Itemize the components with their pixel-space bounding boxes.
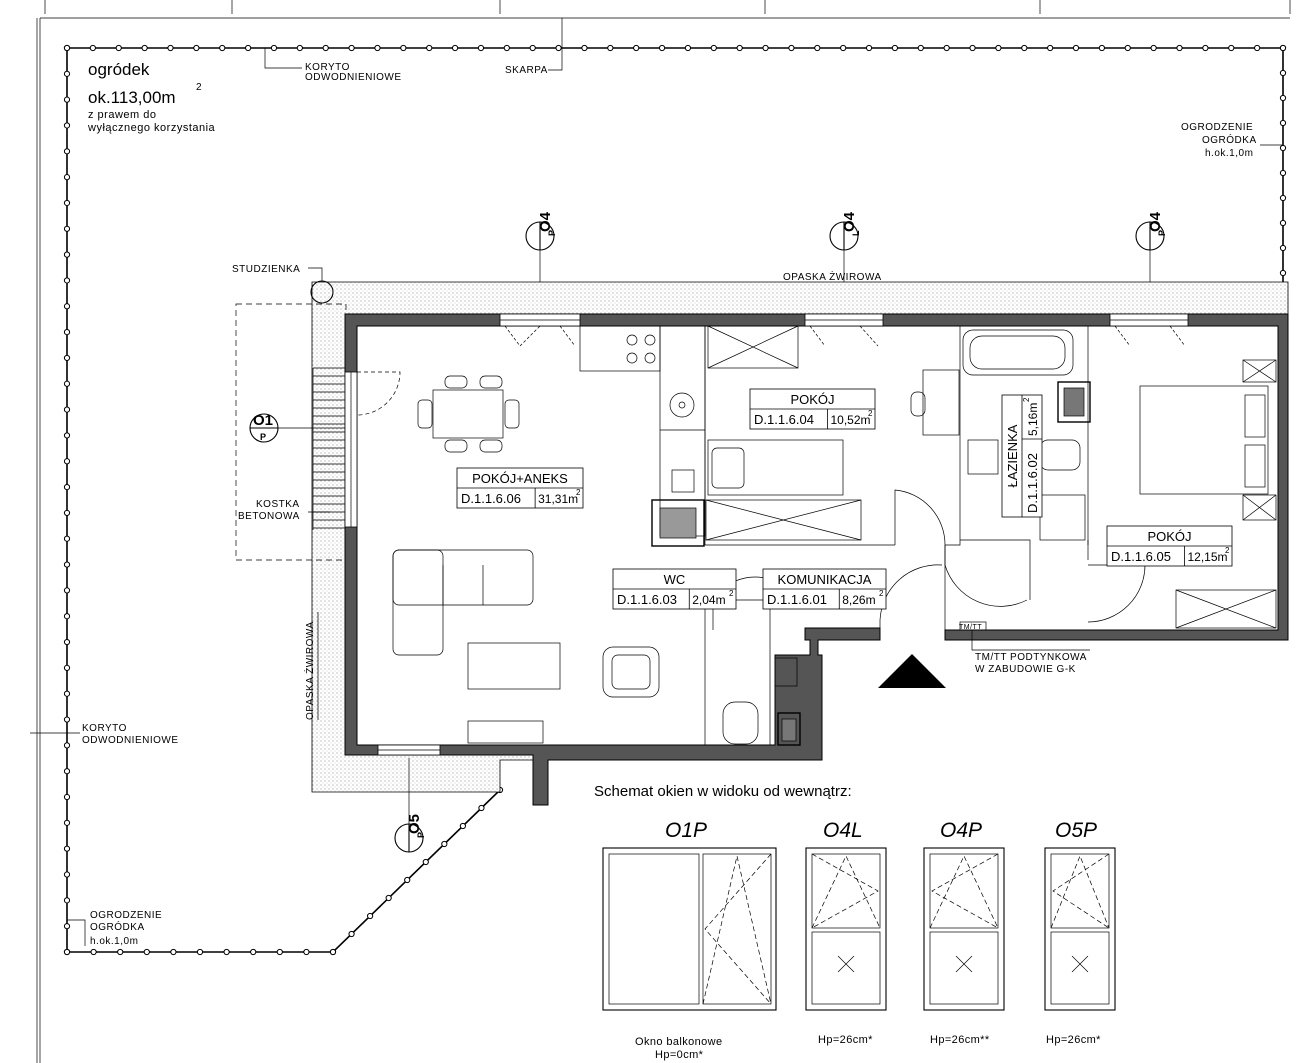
schema-o1p-name: O1P: [665, 819, 707, 842]
svg-text:Hp=26cm*: Hp=26cm*: [818, 1034, 873, 1046]
skarpa-label: SKARPA: [505, 18, 563, 76]
svg-text:O4: O4: [841, 211, 858, 232]
svg-text:OGRÓDKA: OGRÓDKA: [90, 920, 145, 933]
svg-text:Hp=26cm*: Hp=26cm*: [1046, 1034, 1101, 1046]
terrace: KOSTKA BETONOWA: [235, 303, 347, 561]
svg-text:STUDZIENKA: STUDZIENKA: [232, 264, 300, 275]
room-label-komunikacja: KOMUNIKACJA D.1.1.6.01 8,26m 2: [762, 568, 887, 610]
exterior-walls: [344, 313, 1289, 806]
room-name: ŁAZIENKA: [1005, 424, 1020, 487]
svg-text:OPASKA ŻWIROWA: OPASKA ŻWIROWA: [783, 270, 882, 283]
room-area: 5,16m: [1026, 403, 1040, 436]
garden-label: ogródek ok.113,00m 2 z prawem do wyłączn…: [87, 60, 216, 134]
room-name: POKÓJ+ANEKS: [472, 471, 568, 486]
room-area: 12,15m: [1188, 550, 1228, 564]
garden-fence: [63, 44, 1287, 956]
site-top-lines: [36, 0, 1291, 1063]
room-label-wc: WC D.1.1.6.03 2,04m 2: [612, 568, 737, 610]
schema-o4l-name: O4L: [823, 819, 863, 842]
svg-text:P: P: [547, 230, 557, 236]
tm-label: TM/TT PODTYNKOWA W ZABUDOWIE G-K: [971, 630, 1090, 675]
room-code: D.1.1.6.06: [461, 491, 521, 506]
room-name: POKÓJ: [1147, 529, 1191, 544]
svg-text:OPASKA ŻWIROWA: OPASKA ŻWIROWA: [303, 621, 316, 720]
ogrodzenie-bottom-label: OGRODZENIE OGRÓDKA h.ok.1,0m: [67, 910, 162, 947]
schema-o5p-name: O5P: [1055, 819, 1097, 842]
svg-text:ODWODNIENIOWE: ODWODNIENIOWE: [305, 72, 402, 83]
svg-text:OGRÓDKA: OGRÓDKA: [1202, 133, 1257, 146]
room-area-sup: 2: [576, 488, 581, 497]
room-area: 2,04m: [692, 593, 725, 607]
garden-area: ok.113,00m: [88, 88, 176, 107]
svg-text:O1: O1: [253, 412, 273, 429]
svg-text:ODWODNIENIOWE: ODWODNIENIOWE: [82, 735, 179, 746]
room-name: POKÓJ: [790, 392, 834, 407]
room-area-sup: 2: [729, 589, 734, 598]
room-area-sup: 2: [1225, 546, 1230, 555]
svg-text:KOSTKA: KOSTKA: [256, 499, 300, 510]
room-code: D.1.1.6.01: [767, 592, 827, 607]
svg-text:O4: O4: [537, 211, 554, 232]
room-name: WC: [664, 572, 686, 587]
svg-text:P: P: [1157, 230, 1167, 236]
svg-text:OGRODZENIE: OGRODZENIE: [90, 910, 162, 921]
gravel-band: OPASKA ŻWIROWA OPASKA ŻWIROWA: [303, 270, 1289, 793]
koryto-top-label: KORYTO ODWODNIENIOWE: [264, 48, 402, 83]
svg-text:O4: O4: [1147, 211, 1164, 232]
svg-text:SKARPA: SKARPA: [505, 65, 548, 76]
window-tag-o5p: O5 P: [394, 758, 426, 853]
svg-text:BETONOWA: BETONOWA: [238, 511, 300, 522]
svg-text:W ZABUDOWIE G-K: W ZABUDOWIE G-K: [975, 664, 1076, 675]
room-area: 8,26m: [842, 593, 875, 607]
svg-text:P: P: [416, 832, 426, 838]
svg-text:Hp=26cm**: Hp=26cm**: [930, 1034, 990, 1046]
ogrodzenie-right-label: OGRODZENIE OGRÓDKA h.ok.1,0m: [1181, 122, 1283, 159]
garden-area-sup: 2: [196, 82, 202, 93]
svg-text:Hp=0cm*: Hp=0cm*: [655, 1049, 704, 1061]
entrance-arrow: [878, 654, 946, 688]
svg-text:TM/TT: TM/TT: [959, 624, 982, 631]
room-area: 10,52m: [831, 413, 871, 427]
garden-title: ogródek: [88, 60, 150, 79]
svg-text:KORYTO: KORYTO: [82, 723, 127, 734]
room-area-sup: 2: [1022, 397, 1031, 402]
window-schema: Schemat okien w widoku od wewnątrz: O1P …: [594, 783, 1116, 1061]
svg-text:TM/TT PODTYNKOWA: TM/TT PODTYNKOWA: [975, 652, 1087, 663]
svg-text:h.ok.1,0m: h.ok.1,0m: [90, 936, 138, 947]
room-code: D.1.1.6.04: [754, 412, 814, 427]
room-code: D.1.1.6.03: [617, 592, 677, 607]
svg-text:Okno balkonowe: Okno balkonowe: [635, 1036, 723, 1048]
studzienka: STUDZIENKA: [232, 264, 334, 304]
garden-note-1: z prawem do: [88, 109, 156, 121]
room-area-sup: 2: [868, 409, 873, 418]
koryto-left-label: KORYTO ODWODNIENIOWE: [30, 723, 179, 746]
svg-text:P: P: [260, 432, 266, 442]
room-code: D.1.1.6.05: [1111, 549, 1171, 564]
room-area: 31,31m: [538, 492, 578, 506]
svg-text:O5: O5: [406, 814, 423, 834]
window-tag-o1p: O1 P: [249, 412, 346, 443]
room-code: D.1.1.6.02: [1025, 453, 1040, 513]
room-name: KOMUNIKACJA: [778, 572, 872, 587]
svg-text:OGRODZENIE: OGRODZENIE: [1181, 122, 1253, 133]
furniture: [392, 325, 1277, 746]
schema-o4p-name: O4P: [940, 819, 982, 842]
svg-text:L: L: [851, 230, 861, 236]
garden-note-2: wyłącznego korzystania: [87, 122, 216, 134]
svg-text:KORYTO: KORYTO: [305, 62, 350, 73]
schema-title: Schemat okien w widoku od wewnątrz:: [594, 783, 852, 800]
room-area-sup: 2: [879, 589, 884, 598]
svg-text:h.ok.1,0m: h.ok.1,0m: [1205, 148, 1253, 159]
